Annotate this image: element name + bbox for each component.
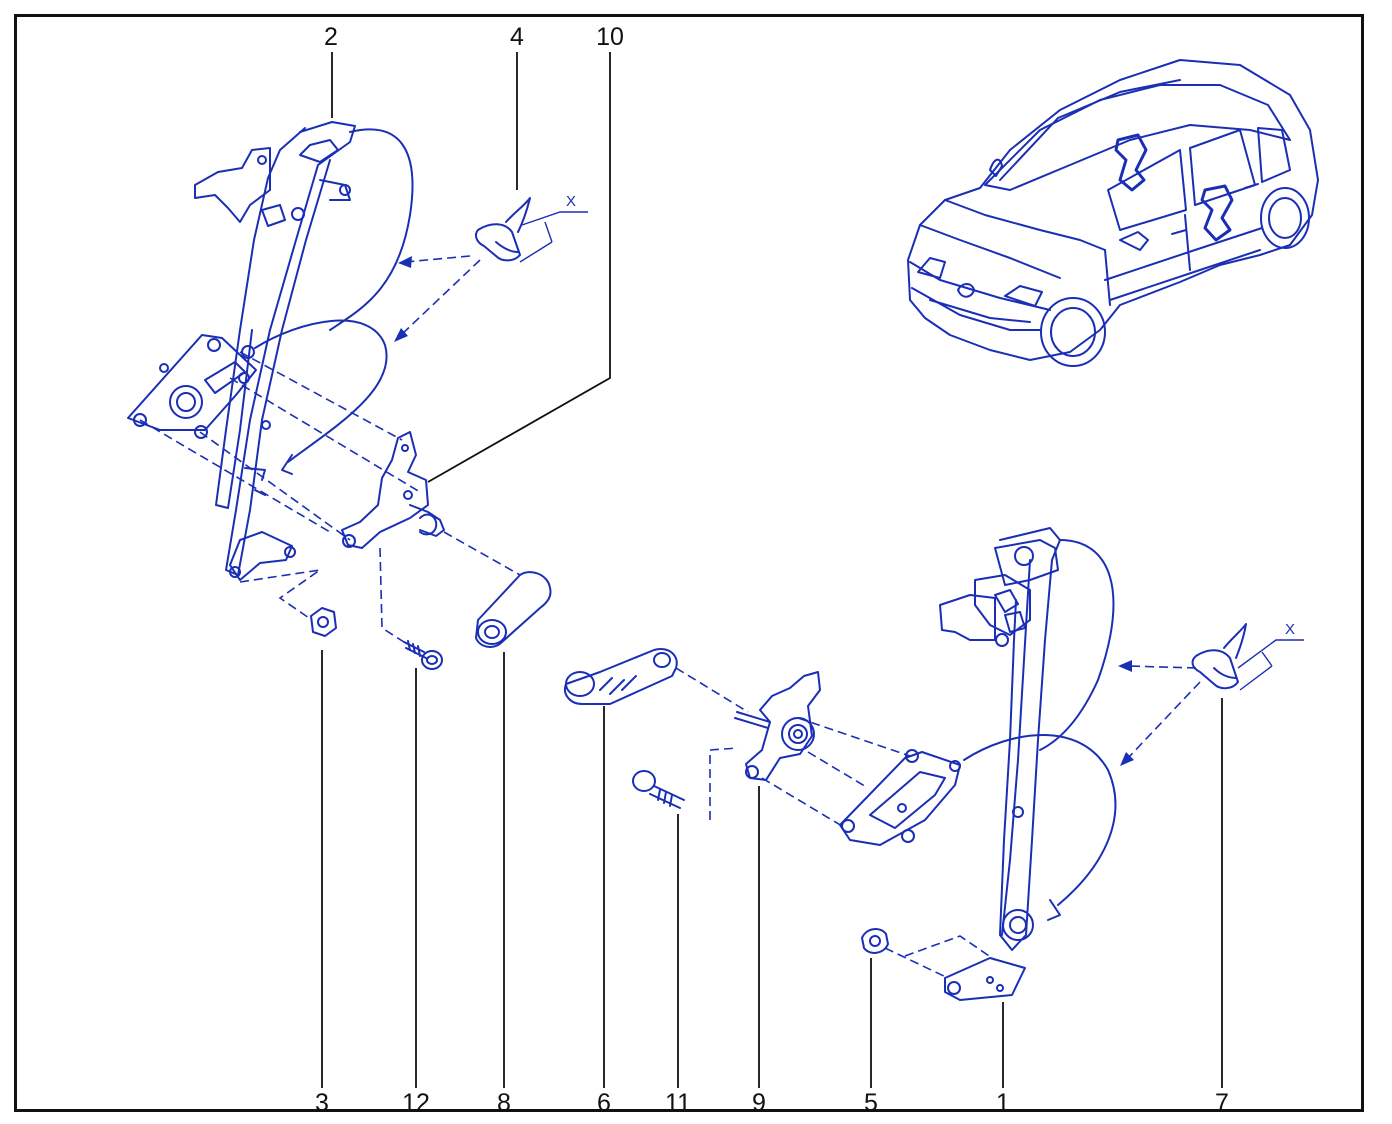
nut-part-5: [861, 928, 889, 954]
regulator-handle-mechanism-front: [341, 431, 445, 549]
screw-part-11: [632, 770, 685, 809]
nut-part-3: [310, 607, 337, 637]
callout-10: 10: [596, 23, 624, 51]
glass-clip-front: [475, 197, 531, 262]
assembly-arrowheads: [394, 256, 1134, 766]
callout-2: 2: [324, 23, 338, 51]
diagram-frame: [14, 14, 1364, 1112]
callout-1: 1: [996, 1089, 1010, 1117]
rear-window-regulator: [839, 527, 1117, 1001]
callout-11: 11: [665, 1089, 691, 1117]
dimension-label-right: X: [1285, 621, 1296, 638]
callout-6: 6: [597, 1089, 611, 1117]
callout-4: 4: [510, 23, 524, 51]
front-window-regulator: [127, 121, 414, 581]
callout-9: 9: [752, 1089, 766, 1117]
crank-handle-front: [475, 571, 552, 648]
callout-8: 8: [497, 1089, 511, 1117]
crank-handle-rear: [564, 648, 678, 705]
dimension-label-left: X: [566, 193, 577, 210]
callout-5: 5: [864, 1089, 878, 1117]
vehicle-location-view: [907, 59, 1319, 367]
glass-clip-rear: [1191, 623, 1247, 690]
screw-part-12: [403, 640, 443, 670]
regulator-handle-mechanism-rear: [734, 671, 821, 781]
callout-12: 12: [402, 1089, 430, 1117]
leader-lines: [321, 52, 1223, 1088]
assembly-lines: [139, 255, 1201, 979]
dimension-marks: [519, 211, 1304, 691]
callout-3: 3: [315, 1089, 329, 1117]
callout-7: 7: [1215, 1089, 1229, 1117]
